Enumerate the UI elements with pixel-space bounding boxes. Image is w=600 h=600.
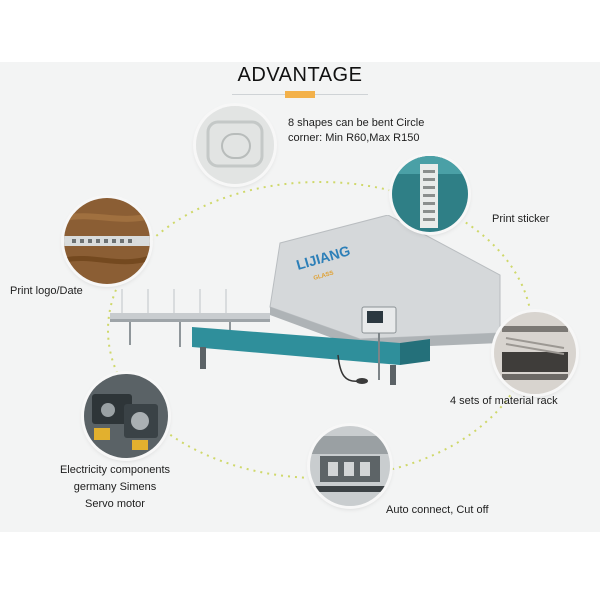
- servo-motor-thumbnail: [84, 374, 168, 458]
- material-rack-caption: 4 sets of material rack: [450, 395, 558, 407]
- print-sticker-caption: Print sticker: [492, 213, 550, 225]
- circle-corner-thumbnail: [196, 106, 274, 184]
- auto-cut-thumbnail: [310, 426, 390, 506]
- circle-corner-caption: 8 shapes can be bent Circle corner: Min …: [288, 116, 424, 146]
- bending-machine-image: LIJIANG GLASS: [110, 215, 501, 385]
- servo-motor-caption: Electricity components germany Simens Se…: [40, 462, 190, 513]
- circle-corner-caption-line1: 8 shapes can be bent Circle: [288, 117, 425, 129]
- material-rack-thumbnail: [494, 312, 576, 394]
- print-sticker-thumbnail: [392, 156, 468, 232]
- page-title: ADVANTAGE: [237, 64, 363, 86]
- circle-corner-caption-line2: corner: Min R60,Max R150: [288, 132, 420, 144]
- machine-brand-subtext: GLASS: [313, 270, 335, 281]
- servo-caption-line1: Electricity components: [59, 464, 171, 476]
- servo-caption-line3: Servo motor: [85, 498, 145, 510]
- auto-cut-caption: Auto connect, Cut off: [386, 504, 489, 516]
- print-logo-caption: Print logo/Date: [10, 285, 83, 297]
- print-logo-thumbnail: [64, 198, 150, 284]
- servo-caption-line2: germany Simens: [73, 481, 157, 493]
- title-accent-bar: [285, 91, 315, 98]
